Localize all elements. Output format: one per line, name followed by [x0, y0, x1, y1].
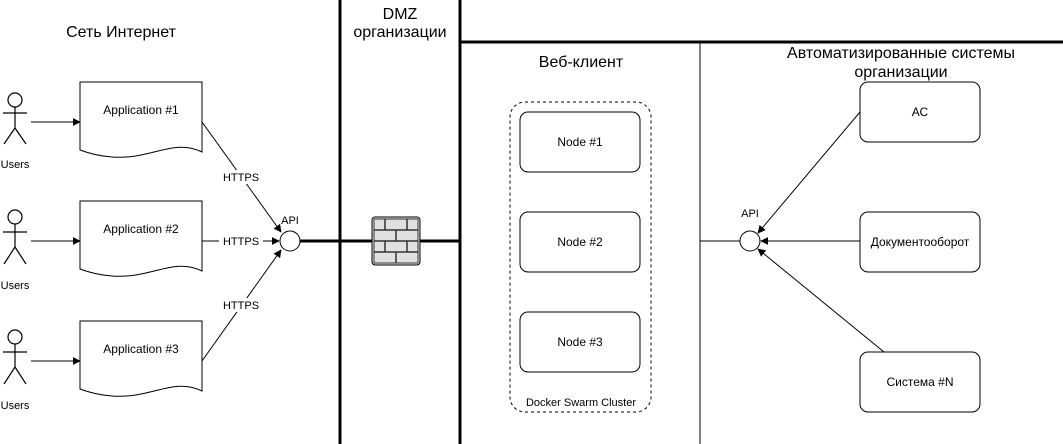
https-label-bg-3 [219, 298, 263, 312]
https-label-bg-2 [219, 234, 263, 248]
user-icon [3, 209, 27, 265]
api-label-internal: API [741, 208, 759, 220]
application-3: Application #3 [79, 320, 203, 397]
firewall-icon [371, 216, 421, 266]
https-label-1: HTTPS [223, 172, 259, 184]
user-label: Users [1, 400, 30, 412]
zone-title-org-systems-line2: организации [854, 64, 947, 81]
cluster-node-1: Node #1 [519, 111, 641, 173]
zone-title-internet: Сеть Интернет [66, 24, 177, 41]
cluster-node-2: Node #2 [519, 211, 641, 273]
zone-title-web-client: Веб-клиент [539, 54, 624, 71]
https-label-2: HTTPS [223, 236, 259, 248]
cluster-node-3: Node #3 [519, 311, 641, 373]
org-system-as: АС [859, 81, 981, 143]
cluster-label: Docker Swarm Cluster [526, 397, 636, 409]
https-label-3: HTTPS [223, 300, 259, 312]
node-label: Node #2 [557, 235, 603, 249]
org-system-label: Система #N [886, 375, 953, 389]
user-icon [3, 329, 27, 385]
node-label: Node #3 [557, 335, 603, 349]
application-label: Application #1 [103, 103, 179, 117]
application-2: Application #2 [79, 200, 203, 277]
user-label: Users [1, 280, 30, 292]
application-label: Application #2 [103, 222, 179, 236]
edge-systemn-api [757, 248, 885, 353]
org-system-label: Документооборот [871, 235, 970, 249]
zone-title-dmz-line1: DMZ [383, 6, 418, 23]
api-interface-external [279, 230, 301, 252]
org-system-docflow: Документооборот [859, 211, 981, 273]
user-actor-2: Users [1, 209, 30, 292]
edge-as-api [757, 111, 861, 234]
org-system-label: АС [912, 105, 929, 119]
node-label: Node #1 [557, 135, 603, 149]
api-label-external: API [281, 215, 299, 227]
zone-title-dmz-line2: организации [353, 24, 446, 41]
user-actor-3: Users [1, 329, 30, 412]
org-system-n: Система #N [859, 351, 981, 413]
zone-title-org-systems-line1: Автоматизированные системы [787, 45, 1015, 62]
user-icon [3, 92, 27, 145]
user-actor-1: Users [1, 92, 30, 171]
https-label-bg-1 [219, 170, 263, 184]
api-interface-internal [739, 230, 761, 252]
application-1: Application #1 [79, 81, 203, 158]
application-label: Application #3 [103, 342, 179, 356]
user-label: Users [1, 159, 30, 171]
